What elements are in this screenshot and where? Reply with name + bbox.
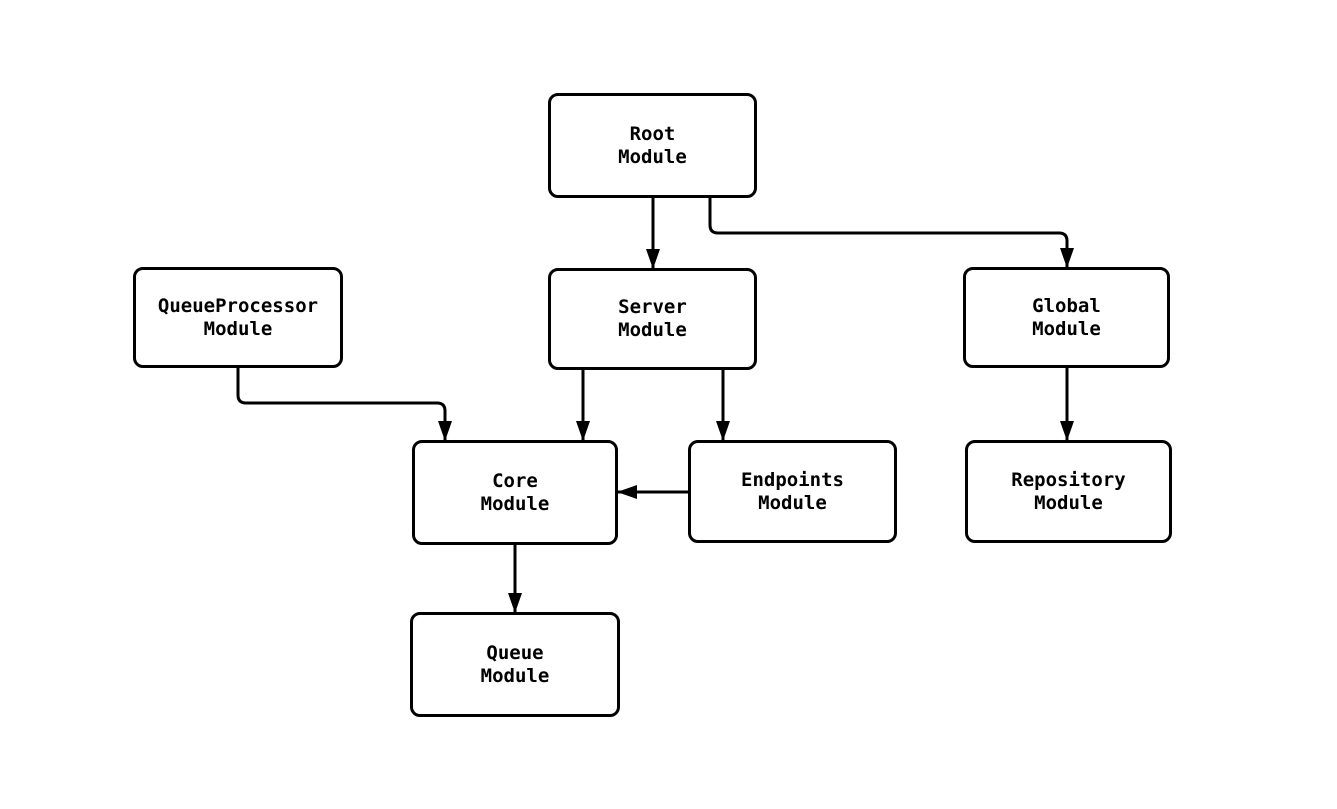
node-label-line: Global (1032, 294, 1101, 317)
edge-queueprocessor-module-to-core-module (236, 368, 452, 441)
node-label-line: Queue (486, 641, 544, 664)
node-label-line: Module (618, 319, 687, 341)
node-label-line: Server (618, 296, 687, 318)
node-label-line: Module (1034, 491, 1103, 514)
node-label-line: Repository (1011, 468, 1126, 491)
edge-root-module-to-global-module (708, 198, 1074, 268)
node-label-line: QueueProcessor (157, 294, 319, 317)
node-label-line: Module (618, 145, 687, 168)
node-label-line: Module (1032, 317, 1101, 340)
node-label-line: Endpoints (741, 468, 844, 491)
node-label-line: Module (203, 317, 273, 340)
node-label-line: Core (492, 469, 538, 492)
node-label-line: Module (480, 664, 550, 687)
node-label-line: Root (629, 122, 676, 145)
node-label-line: Module (758, 491, 827, 514)
node-label-line: Module (480, 492, 550, 515)
edges-group (236, 198, 1074, 613)
